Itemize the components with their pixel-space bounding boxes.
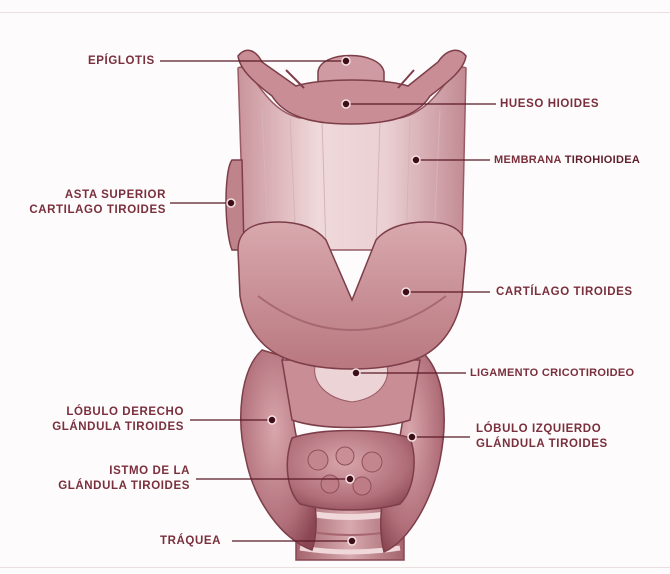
label-membrana-suffix: TIROHIOIDEA [565,154,640,166]
lobulo-derecho-dot-marker [268,416,276,424]
label-asta-line1: ASTA SUPERIOR [16,188,166,203]
label-istmo: ISTMO DE LA GLÁNDULA TIROIDES [40,464,190,494]
label-cartilago-tiroides: CARTÍLAGO TIROIDES [496,285,633,300]
label-membrana-prefix: MEMBRANA [494,154,565,166]
label-asta-line2: CARTILAGO TIROIDES [16,203,166,218]
label-istmo-line1: ISTMO DE LA [40,464,190,479]
label-istmo-line2: GLÁNDULA TIROIDES [40,479,190,494]
label-hueso-hioides: HUESO HIOIDES [500,97,599,112]
traquea-dot-marker [348,537,356,545]
label-epiglotis: EPÍGLOTIS [88,54,155,69]
asta-dot-marker [227,199,235,207]
cartilago-dot-marker [402,288,410,296]
thyroid-isthmus-shape [287,431,414,511]
label-lobulo-izq-line1: LÓBULO IZQUIERDO [476,422,608,437]
label-lobulo-derecho: LÓBULO DERECHO GLÁNDULA TIROIDES [34,405,184,435]
lobulo-izquierdo-dot-marker [408,433,416,441]
label-lobulo-der-line1: LÓBULO DERECHO [34,405,184,420]
label-ligamento-cricotiroideo: LIGAMENTO CRICOTIROIDEO [470,366,634,381]
ligamento-dot-marker [352,369,360,377]
istmo-dot-marker [346,475,354,483]
membrana-dot-marker [412,156,420,164]
label-lobulo-izquierdo: LÓBULO IZQUIERDO GLÁNDULA TIROIDES [476,422,608,452]
label-traquea: TRÁQUEA [160,534,221,549]
hueso-hioides-dot-marker [342,100,350,108]
epiglotis-dot-marker [342,57,350,65]
label-asta-superior: ASTA SUPERIOR CARTILAGO TIROIDES [16,188,166,218]
label-membrana-tirohioidea: MEMBRANA TIROHIOIDEA [494,153,640,168]
label-lobulo-der-line2: GLÁNDULA TIROIDES [34,420,184,435]
label-lobulo-izq-line2: GLÁNDULA TIROIDES [476,437,608,452]
